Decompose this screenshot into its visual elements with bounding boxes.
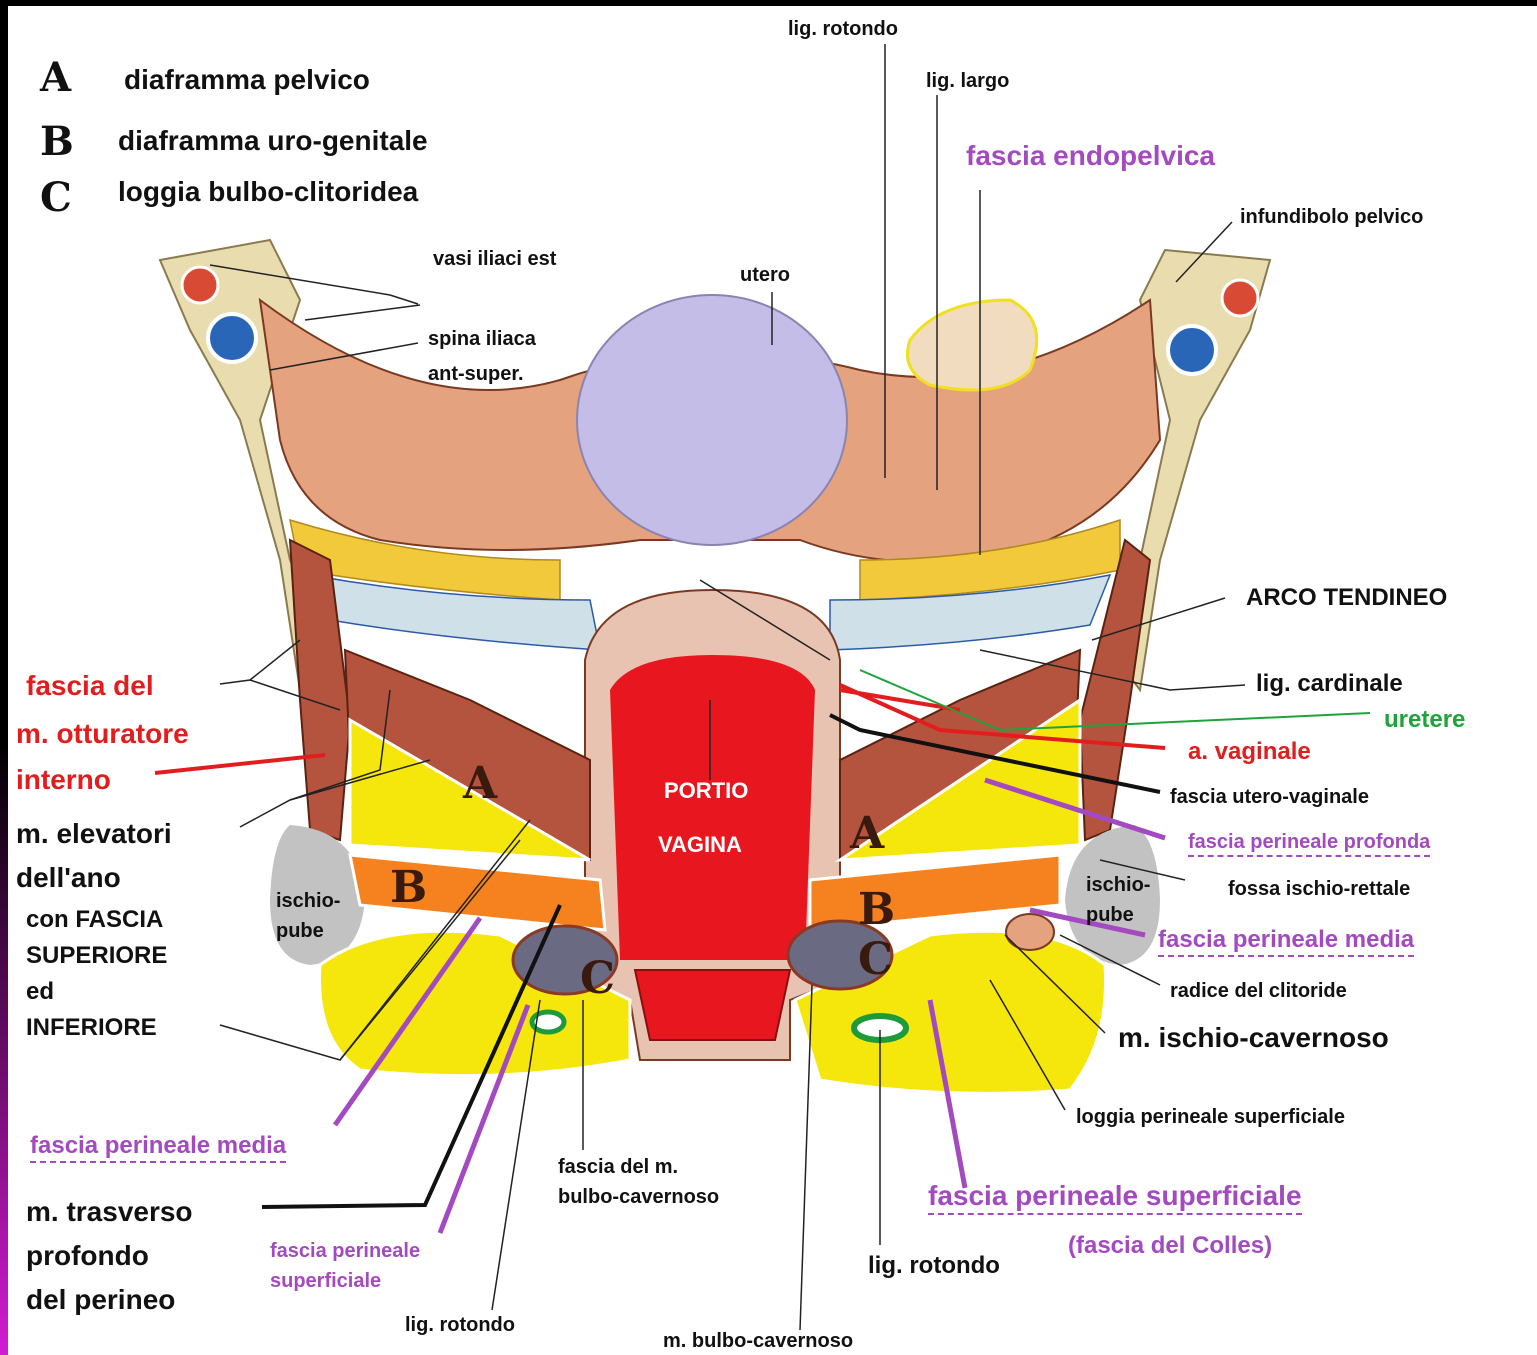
- label-fascia-perineale-superficiale-left-2: superficiale: [270, 1270, 381, 1293]
- label-trasverso-1: m. trasverso: [26, 1196, 193, 1228]
- label-utero: utero: [740, 264, 790, 287]
- label-fascia-utero-vaginale: fascia utero-vaginale: [1170, 786, 1369, 809]
- label-ischio-cavernoso: m. ischio-cavernoso: [1118, 1022, 1389, 1054]
- region-c-left: C: [580, 953, 615, 1004]
- legend-letter-c: C: [40, 174, 72, 221]
- label-ischio-left-2: pube: [276, 920, 324, 943]
- label-spina-1: spina iliaca: [428, 328, 536, 351]
- legend-text-a: diaframma pelvico: [124, 64, 370, 96]
- label-fascia-bulbo-2: bulbo-cavernoso: [558, 1186, 719, 1209]
- right-clitoral-root: [1006, 914, 1054, 950]
- legend-letter-b: B: [40, 118, 74, 165]
- label-inferiore: INFERIORE: [26, 1014, 157, 1042]
- label-fascia-perineale-profonda: fascia perineale profonda: [1188, 831, 1430, 857]
- region-a-left: A: [463, 758, 497, 809]
- label-ischio-right-1: ischio-: [1086, 874, 1150, 897]
- legend-letter-a: A: [40, 54, 71, 101]
- left-iliac-vessel-red: [182, 267, 218, 303]
- label-lig-rotondo-bottom-left: lig. rotondo: [405, 1314, 515, 1337]
- left-iliac-vessel-blue: [208, 314, 256, 362]
- label-elevatori-1: m. elevatori: [16, 818, 172, 850]
- label-ed: ed: [26, 978, 54, 1006]
- region-a-right: A: [850, 808, 884, 859]
- label-lig-largo: lig. largo: [926, 70, 1009, 93]
- label-superiore: SUPERIORE: [26, 942, 167, 970]
- label-elevatori-2: dell'ano: [16, 862, 121, 894]
- legend-text-b: diaframma uro-genitale: [118, 125, 428, 157]
- portio-vagina: [610, 655, 815, 960]
- region-b-left: B: [390, 862, 427, 913]
- label-loggia-perineale: loggia perineale superficiale: [1076, 1106, 1345, 1129]
- label-trasverso-2: profondo: [26, 1240, 149, 1272]
- uterus-body: [577, 295, 847, 545]
- label-interno: interno: [16, 764, 111, 796]
- label-radice-clitoride: radice del clitoride: [1170, 980, 1347, 1003]
- region-b-right: B: [858, 884, 895, 935]
- label-fossa-ischio-rettale: fossa ischio-rettale: [1228, 878, 1410, 901]
- label-con-fascia: con FASCIA: [26, 906, 163, 934]
- label-a-vaginale: a. vaginale: [1188, 738, 1311, 766]
- portio-label: PORTIO: [664, 778, 748, 804]
- label-spina-2: ant-super.: [428, 363, 524, 386]
- label-fascia-colles: (fascia del Colles): [1068, 1232, 1272, 1260]
- right-iliac-vessel-blue: [1168, 326, 1216, 374]
- label-fascia-perineale-media-right: fascia perineale media: [1158, 926, 1414, 957]
- label-fascia-perineale-media-left: fascia perineale media: [30, 1132, 286, 1163]
- label-fascia-perineale-superficiale-left-1: fascia perineale: [270, 1240, 420, 1263]
- vagina-label: VAGINA: [658, 832, 742, 858]
- diagram-frame: A diaframma pelvico B diaframma uro-geni…: [8, 6, 1537, 1355]
- label-lig-rotondo-top: lig. rotondo: [788, 18, 898, 41]
- label-fascia-perineale-superficiale-right: fascia perineale superficiale: [928, 1180, 1302, 1215]
- label-fascia-del: fascia del: [26, 670, 154, 702]
- left-edge-gradient: [0, 0, 8, 1355]
- label-trasverso-3: del perineo: [26, 1284, 175, 1316]
- label-arco-tendineo: ARCO TENDINEO: [1246, 584, 1447, 612]
- label-ischio-right-2: pube: [1086, 904, 1134, 927]
- right-iliac-vessel-red: [1222, 280, 1258, 316]
- ovary-outline: [908, 300, 1037, 390]
- legend-text-c: loggia bulbo-clitoridea: [118, 176, 418, 208]
- label-vasi-iliaci: vasi iliaci est: [433, 248, 556, 271]
- label-fascia-bulbo-1: fascia del m.: [558, 1156, 678, 1179]
- label-lig-rotondo-bottom-right: lig. rotondo: [868, 1252, 1000, 1280]
- label-infundibolo: infundibolo pelvico: [1240, 206, 1423, 229]
- label-fascia-endopelvica: fascia endopelvica: [966, 140, 1215, 172]
- label-lig-cardinale: lig. cardinale: [1256, 670, 1403, 698]
- label-uretere: uretere: [1384, 706, 1465, 734]
- label-bulbo-cavernoso: m. bulbo-cavernoso: [663, 1330, 853, 1353]
- region-c-right: C: [858, 934, 893, 985]
- label-otturatore: m. otturatore: [16, 718, 189, 750]
- vaginal-orifice: [635, 970, 790, 1040]
- label-ischio-left-1: ischio-: [276, 890, 340, 913]
